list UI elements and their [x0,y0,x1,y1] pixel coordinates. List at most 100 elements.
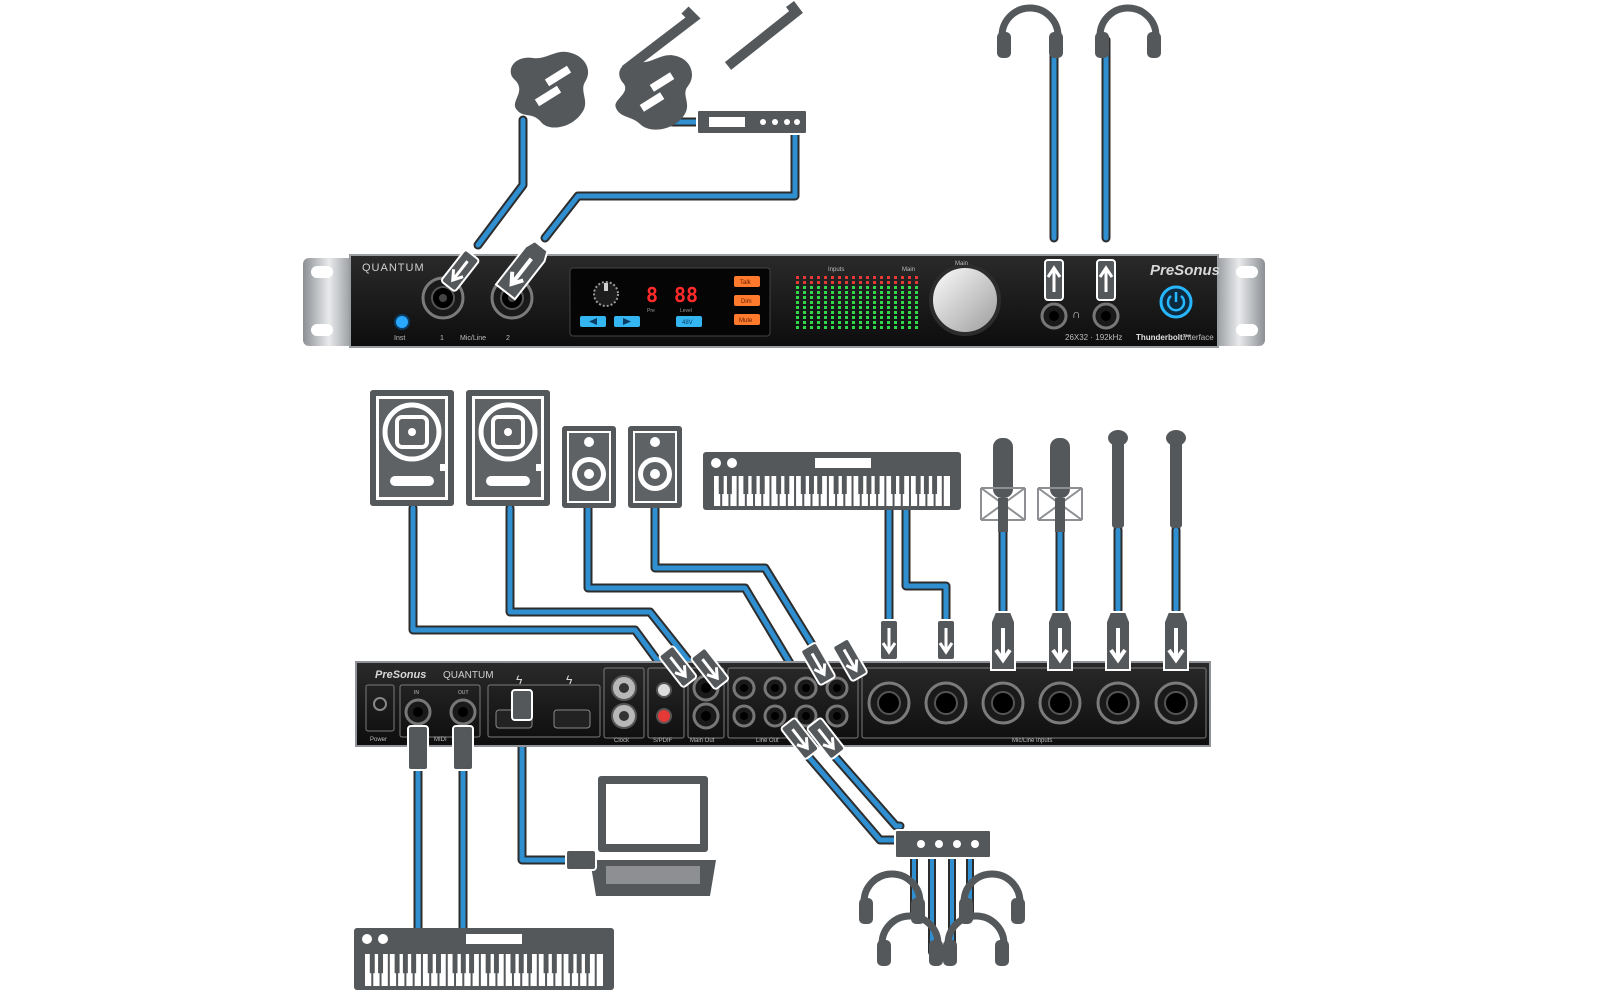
meter-segment [845,286,848,289]
white-key [480,954,488,986]
inst-button[interactable] [394,314,410,330]
preamp-knob[interactable] [593,281,619,307]
black-key [833,476,839,494]
meter-segment [915,306,918,309]
mic-line-input-jack[interactable] [867,681,911,725]
black-key [743,476,749,494]
condenser-mic-icon [1037,437,1083,533]
meter-segment [845,291,848,294]
meter-segment [901,276,904,279]
keyboard-keys [714,476,950,506]
black-key [776,476,782,494]
black-key [809,476,814,494]
meter-segment [810,321,813,324]
meter-segment [810,301,813,304]
black-key [436,954,441,974]
meter-segment [866,276,869,279]
meter-segment [866,296,869,299]
meter-segment [880,306,883,309]
white-key [886,476,893,506]
meter-segment [817,316,820,319]
meter-segment [859,276,862,279]
clock-bnc-2[interactable] [611,703,637,729]
mute-button[interactable] [734,314,760,325]
spdif-label: S/PDIF [653,738,673,744]
black-key [378,954,384,974]
white-key [927,476,934,506]
phantom-48v-button[interactable] [676,316,702,327]
line-out-jack[interactable] [763,704,787,728]
meter-segment [915,276,918,279]
meter-segment [824,321,827,324]
main-volume-knob[interactable] [929,264,1001,336]
black-key [874,476,880,494]
spdif-out-port[interactable] [656,682,672,698]
meter-segment [894,281,897,284]
white-key [804,476,811,506]
mic-line-input-jack[interactable] [1038,681,1082,725]
meter-segment [887,326,890,329]
headphone-output-2[interactable] [1092,302,1120,330]
meter-segment [831,301,834,304]
meter-segment [796,321,799,324]
meter-segment [817,296,820,299]
line-out-jack[interactable] [732,676,756,700]
meter-segment [824,316,827,319]
meter-segment [803,296,806,299]
line-out-jack[interactable] [732,704,756,728]
meter-segment [887,281,890,284]
meter-segment [859,321,862,324]
line-out-jack[interactable] [825,704,849,728]
headphone-output-1[interactable] [1040,302,1068,330]
meter-segment [810,306,813,309]
line-out-jack[interactable] [794,676,818,700]
meter-segment [915,286,918,289]
meter-segment [845,301,848,304]
spdif-in-port[interactable] [656,708,672,724]
line-out-jack[interactable] [763,676,787,700]
mic-line-input-jack[interactable] [981,681,1025,725]
line-out-jacks[interactable] [732,676,849,728]
talk-button[interactable] [734,276,760,287]
meter-segment [880,286,883,289]
meter-segment [803,316,806,319]
white-key [588,954,595,986]
meter-segment [810,326,813,329]
rear-brand-title: QUANTUM [443,670,494,681]
mic-plug-3 [1104,610,1132,672]
rack-ear-left [303,258,355,346]
meter-segment [908,281,911,284]
midi-out-port[interactable] [449,698,477,726]
midi-in-port[interactable] [404,698,432,726]
thunderbolt-port-2[interactable] [553,709,591,729]
line-out-jack[interactable] [794,704,818,728]
meter-segment [838,326,841,329]
black-key [527,954,532,974]
white-key [861,476,868,506]
black-key [759,476,765,494]
meter-segment [915,311,918,314]
black-key [427,954,433,974]
meter-segment [866,286,869,289]
power-input[interactable] [365,684,395,732]
mic-line-input-jack[interactable] [924,681,968,725]
meter-segment [894,326,897,329]
dynamic-mic-icon [1108,430,1128,528]
meter-segment [796,276,799,279]
dim-button[interactable] [734,295,760,306]
mic-line-input-jack[interactable] [1096,681,1140,725]
meter-segment [880,321,883,324]
meter-segment [880,291,883,294]
mic-line-input-jacks[interactable] [867,681,1198,725]
meter-segment [796,326,799,329]
black-key [841,476,847,494]
clock-bnc-1[interactable] [611,675,637,701]
mic-line-input-jack[interactable] [1154,681,1198,725]
white-key [555,954,562,986]
meter-segment [859,291,862,294]
black-key [402,954,408,974]
line-out-jack[interactable] [825,676,849,700]
main-out-right[interactable] [692,702,720,730]
meter-segment [859,306,862,309]
